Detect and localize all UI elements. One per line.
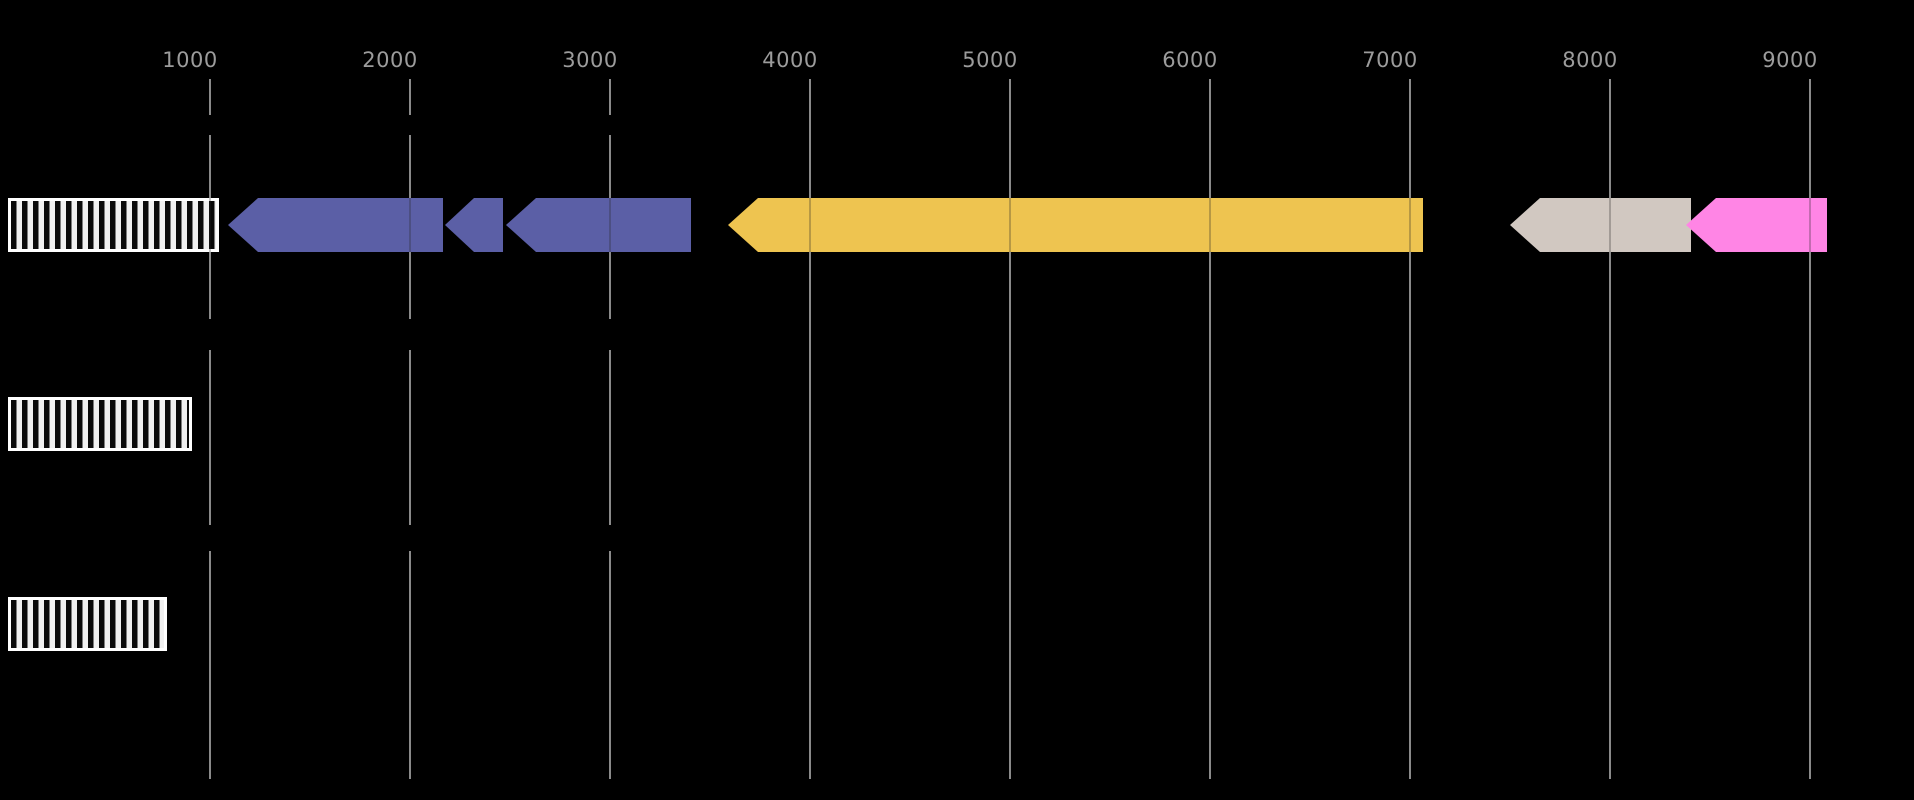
sequence-row-3 xyxy=(0,597,1914,651)
gridline xyxy=(209,79,211,779)
x-tick-label: 6000 xyxy=(1162,48,1218,72)
x-tick-label: 5000 xyxy=(962,48,1018,72)
gridline xyxy=(409,79,411,779)
x-tick-label: 3000 xyxy=(562,48,618,72)
x-tick-label: 7000 xyxy=(1362,48,1418,72)
hidden-label-gap xyxy=(406,115,414,135)
striped-feature-box xyxy=(8,397,192,451)
sequence-row-1 xyxy=(0,198,1914,252)
x-tick-label: 2000 xyxy=(362,48,418,72)
hidden-label-gap xyxy=(606,115,614,135)
sequence-row-2 xyxy=(0,397,1914,451)
striped-feature-box xyxy=(8,597,167,651)
hidden-label-gap xyxy=(406,319,414,350)
gridline xyxy=(1809,79,1811,779)
gene-arrow-feature xyxy=(506,198,691,252)
hidden-label-gap xyxy=(606,525,614,551)
x-tick-label: 8000 xyxy=(1562,48,1618,72)
hidden-label-gap xyxy=(606,319,614,350)
gene-arrow-feature xyxy=(228,198,443,252)
gridline xyxy=(1209,79,1211,779)
gridline xyxy=(1009,79,1011,779)
gene-arrow-feature xyxy=(728,198,1423,252)
gene-arrow-feature xyxy=(1686,198,1827,252)
x-tick-label: 9000 xyxy=(1762,48,1818,72)
gridline xyxy=(609,79,611,779)
gene-arrow-feature xyxy=(1510,198,1691,252)
gridline xyxy=(1609,79,1611,779)
hidden-label-gap xyxy=(406,525,414,551)
gridline xyxy=(1409,79,1411,779)
x-tick-label: 4000 xyxy=(762,48,818,72)
gridline xyxy=(809,79,811,779)
hidden-label-gap xyxy=(206,115,214,135)
hidden-label-gap xyxy=(206,319,214,350)
striped-feature-box xyxy=(8,198,219,252)
gene-arrow-feature xyxy=(445,198,503,252)
x-tick-label: 1000 xyxy=(162,48,218,72)
hidden-label-gap xyxy=(206,525,214,551)
